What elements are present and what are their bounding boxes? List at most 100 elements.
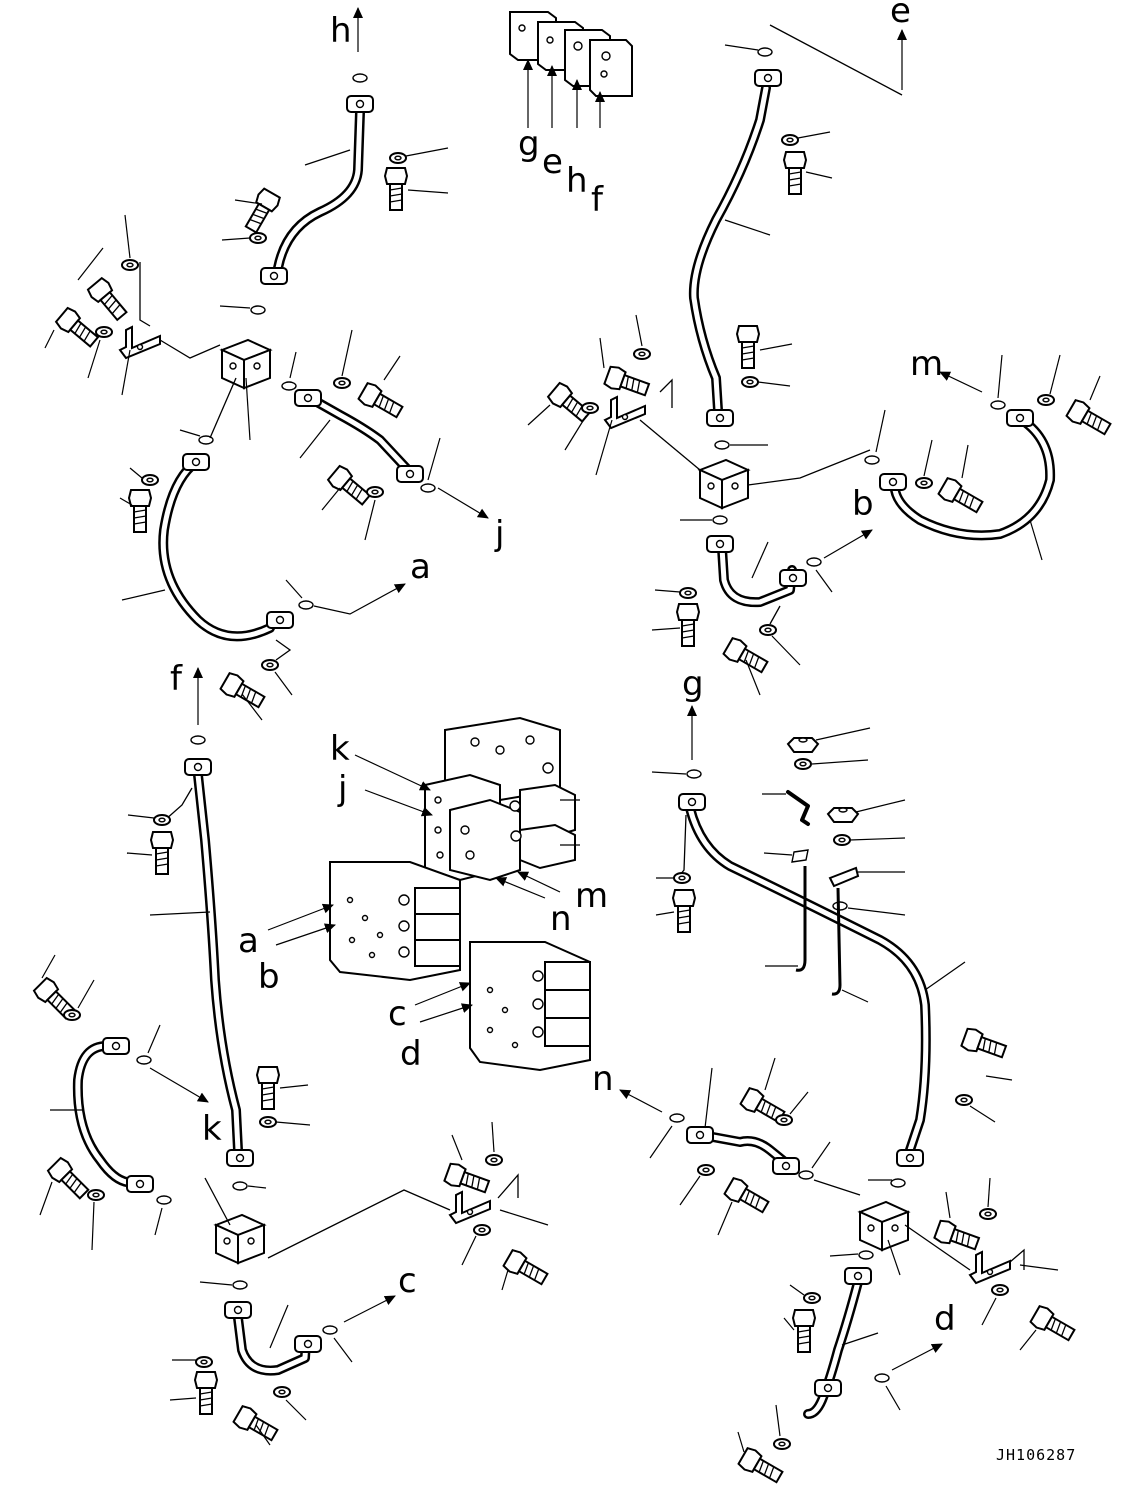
bolt-icon	[45, 1155, 93, 1203]
o-ring-icon	[156, 1195, 172, 1205]
o-ring-icon	[686, 769, 702, 779]
arrow-icon	[414, 982, 471, 1006]
pipe-j	[294, 389, 424, 483]
o-ring-icon	[712, 515, 728, 525]
o-ring-icon	[190, 735, 206, 745]
arrow-icon	[823, 529, 873, 559]
washer-icon	[87, 1189, 105, 1201]
pipe-n	[686, 1126, 800, 1175]
label-e-upper-right: e	[890, 0, 911, 31]
bolt-icon	[128, 489, 152, 533]
o-ring-icon	[832, 901, 848, 911]
washer-icon	[261, 659, 279, 671]
washer-icon	[249, 232, 267, 244]
washer-icon	[991, 1284, 1009, 1296]
label-e-top: e	[542, 142, 563, 182]
label-f-top: f	[591, 180, 604, 220]
bracket-icon	[119, 326, 161, 359]
washer-icon	[95, 326, 113, 338]
label-n-center: n	[550, 899, 572, 939]
washer-icon	[773, 1438, 791, 1450]
label-m-upper: m	[910, 344, 943, 384]
o-ring-icon	[757, 47, 773, 57]
bolt-icon	[194, 1371, 218, 1415]
o-ring-icon	[352, 73, 368, 83]
main-control-valve	[424, 716, 580, 882]
valve-section-ab	[329, 861, 461, 982]
label-d-lower: d	[934, 1299, 956, 1339]
arrow-icon	[891, 1343, 943, 1371]
arrow-icon	[619, 1089, 663, 1113]
block-icon	[215, 1214, 265, 1264]
washer-icon	[473, 1224, 491, 1236]
o-ring-icon	[890, 1178, 906, 1188]
washer-icon	[63, 1009, 81, 1021]
label-a-upper: a	[410, 547, 431, 587]
arrow-icon	[437, 487, 489, 519]
label-g-right: g	[682, 664, 704, 704]
bolt-icon	[792, 1309, 816, 1353]
bolt-icon	[150, 831, 174, 875]
arrow-icon	[939, 371, 983, 393]
o-ring-icon	[232, 1280, 248, 1290]
nut-icon	[826, 807, 860, 823]
bolt-icon	[356, 380, 406, 423]
arrow-icon	[495, 877, 546, 899]
arrow-icon	[267, 903, 334, 931]
washer-icon	[794, 758, 812, 770]
o-ring-icon	[874, 1373, 890, 1383]
label-d-center: d	[400, 1034, 422, 1074]
bolt-icon	[501, 1247, 551, 1290]
bolt-icon	[53, 305, 103, 352]
pipe-d	[803, 1267, 872, 1419]
bolt-icon	[325, 463, 375, 510]
washer-icon	[697, 1164, 715, 1176]
label-g-top: g	[518, 124, 540, 164]
label-n-right: n	[592, 1059, 614, 1099]
bolt-icon	[240, 186, 283, 236]
washer-icon	[673, 872, 691, 884]
label-k-center: k	[330, 729, 350, 769]
o-ring-icon	[798, 1170, 814, 1180]
valve-section-cd	[469, 941, 591, 1072]
washer-icon	[775, 1114, 793, 1126]
o-ring-icon	[420, 483, 436, 493]
bracket-icon	[449, 1191, 491, 1224]
arrow-icon	[275, 923, 336, 946]
bracket-icon	[786, 790, 810, 826]
bolt-icon	[676, 603, 700, 647]
o-ring-icon	[858, 1250, 874, 1260]
bolt-icon	[442, 1160, 492, 1198]
clip-icon	[828, 866, 860, 888]
label-c-center: c	[388, 994, 407, 1034]
block-icon	[699, 459, 749, 509]
washer-icon	[366, 486, 384, 498]
washer-icon	[915, 477, 933, 489]
arrow-icon	[343, 1295, 396, 1323]
label-c-lower: c	[398, 1261, 417, 1301]
o-ring-icon	[990, 400, 1006, 410]
o-ring-icon	[669, 1113, 685, 1123]
bolt-icon	[672, 889, 696, 933]
label-k-left: k	[202, 1109, 222, 1149]
bolt-icon	[85, 275, 132, 325]
washer-icon	[633, 348, 651, 360]
bracket-icon	[969, 1251, 1011, 1284]
label-h-top: h	[566, 161, 588, 201]
washer-icon	[759, 624, 777, 636]
washer-icon	[679, 587, 697, 599]
label-b-center: b	[258, 957, 280, 997]
u-bolt-icon	[795, 866, 842, 996]
o-ring-icon	[281, 381, 297, 391]
pipe-b	[706, 535, 807, 608]
block-icon	[859, 1201, 909, 1251]
pipe-c	[224, 1301, 322, 1376]
valve-stack-top	[509, 11, 633, 97]
arrow-icon	[354, 754, 431, 791]
bolt-icon	[1064, 397, 1114, 440]
bolt-icon	[936, 475, 986, 518]
bolt-icon	[384, 167, 408, 211]
washer-icon	[833, 834, 851, 846]
washer-icon	[259, 1116, 277, 1128]
